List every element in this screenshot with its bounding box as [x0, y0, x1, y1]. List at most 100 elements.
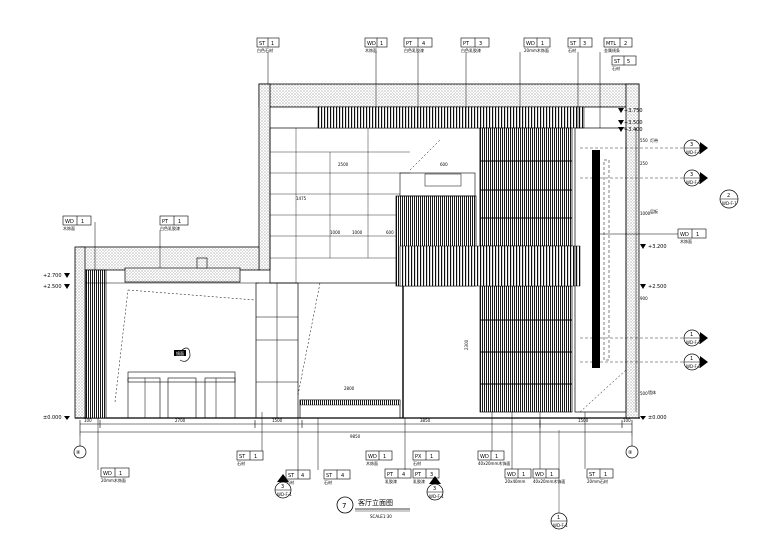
- dim-1500-b: 1500: [578, 418, 589, 423]
- svg-text:+3.750: +3.750: [624, 108, 643, 114]
- dash-diag-1: [114, 289, 129, 403]
- svg-text:1: 1: [696, 232, 699, 238]
- svg-text:WD-F-1: WD-F-1: [722, 201, 737, 206]
- svg-text:WD: WD: [103, 471, 112, 477]
- svg-text:白色乳胶漆: 白色乳胶漆: [160, 225, 180, 231]
- console-top: [299, 399, 401, 406]
- svg-text:ST: ST: [326, 473, 333, 479]
- section-marker-5: 3 WD-F-1: [426, 476, 444, 501]
- tag-top-3: PT 3 白色乳胶漆: [460, 37, 490, 128]
- armchair: [167, 377, 197, 419]
- tag-bottom-0: WD 1 20mm木饰面: [97, 418, 130, 483]
- svg-text:ST: ST: [589, 472, 596, 478]
- svg-text:1: 1: [557, 515, 560, 521]
- svg-text:WD-F-1: WD-F-1: [553, 523, 568, 528]
- tag-left-0: WD 1 木饰面: [62, 215, 96, 270]
- tag-top-0: ST 1 白色石材: [256, 37, 280, 84]
- svg-text:1: 1: [430, 454, 433, 460]
- grid-axis-right: ⑨: [625, 436, 639, 459]
- svg-text:3: 3: [281, 484, 284, 490]
- tag-bottom-9: WD 1 20x40mm: [504, 412, 532, 484]
- section-marker-0: 3 WD-F-1: [580, 139, 708, 157]
- dim-inner-1: 1475: [296, 196, 307, 201]
- svg-text:±0.000: ±0.000: [648, 415, 667, 421]
- svg-text:ST: ST: [239, 454, 246, 460]
- section-marker-3: 1 WD-F-2: [580, 353, 708, 371]
- dim-100-b: 100: [623, 418, 631, 423]
- dim-3850: 3850: [420, 418, 431, 423]
- note-mirror: 镜面: [176, 350, 184, 356]
- tall-screen-upper: [479, 127, 573, 247]
- tag-bottom-11: ST 1 20mm石材: [584, 412, 614, 484]
- sofa-back: [127, 371, 236, 383]
- svg-text:石材: 石材: [568, 47, 576, 53]
- tag-bottom-6: PX 1 石材: [404, 418, 440, 470]
- svg-text:1: 1: [271, 41, 274, 47]
- svg-text:ST: ST: [614, 59, 621, 65]
- dim-inner-2: 600: [440, 162, 448, 167]
- svg-text:+3.200: +3.200: [648, 244, 667, 250]
- svg-text:1: 1: [380, 41, 383, 47]
- svg-text:WD: WD: [535, 472, 544, 478]
- svg-text:+2.500: +2.500: [648, 284, 667, 290]
- svg-text:40x20mm木饰面: 40x20mm木饰面: [478, 460, 510, 466]
- svg-text:+3.400: +3.400: [624, 127, 643, 133]
- tag-top-7: ST 5 石材: [599, 52, 637, 128]
- svg-text:3: 3: [690, 142, 693, 148]
- sofa-left: [127, 377, 161, 419]
- svg-text:20mm石材: 20mm石材: [587, 478, 608, 484]
- section-marker-2: 1 WD-F-1: [580, 329, 708, 347]
- svg-text:白色石材: 白色石材: [257, 47, 273, 53]
- dim-total: 9850: [350, 434, 361, 439]
- side-chair: [204, 377, 236, 419]
- svg-text:WD: WD: [367, 41, 376, 47]
- svg-text:1: 1: [690, 332, 693, 338]
- section-marker-4: 3 WD-F-1: [274, 474, 292, 499]
- svg-text:3: 3: [430, 472, 433, 478]
- svg-text:PT: PT: [387, 472, 394, 478]
- svg-text:±0.000: ±0.000: [43, 415, 62, 421]
- svg-text:⑧: ⑧: [76, 450, 81, 456]
- tag-left-1: PT 1 白色乳胶漆: [159, 215, 189, 268]
- dim-inner-7: 2300: [464, 339, 469, 350]
- svg-text:20mm木饰面: 20mm木饰面: [101, 477, 126, 483]
- svg-text:WD: WD: [65, 219, 74, 225]
- upper-left-wall: [258, 83, 271, 271]
- level-left-mid: +2.500: [43, 284, 70, 290]
- svg-text:石材: 石材: [612, 65, 620, 71]
- svg-text:木饰面: 木饰面: [63, 225, 75, 231]
- svg-text:4: 4: [341, 473, 344, 479]
- note-led: 灯带: [650, 137, 658, 143]
- screen-band: [399, 245, 581, 287]
- dim-ticks: [79, 420, 633, 436]
- feature-lintel: [399, 172, 476, 197]
- svg-text:3: 3: [479, 41, 482, 47]
- level-left-zero: ±0.000: [43, 415, 70, 421]
- svg-text:WD: WD: [526, 41, 535, 47]
- svg-text:WD-F-2: WD-F-2: [686, 364, 701, 369]
- section-marker-1: 3 WD-F-1: [580, 169, 708, 187]
- svg-text:金属线条: 金属线条: [604, 47, 620, 53]
- tag-bottom-1: ST 1 石材: [236, 412, 264, 466]
- tag-bottom-7: PT 3 乳胶漆: [412, 468, 440, 484]
- svg-text:+2.500: +2.500: [43, 284, 62, 290]
- grid-axis-left: ⑧: [73, 436, 87, 459]
- pendant-lamp: [179, 347, 191, 362]
- level-right-3: +3.400: [618, 127, 643, 133]
- svg-text:2: 2: [727, 193, 730, 199]
- svg-text:石材: 石材: [237, 460, 245, 466]
- svg-text:1: 1: [690, 356, 693, 362]
- dim-inner-4: 1000: [352, 230, 363, 235]
- section-marker-6: 1 WD-F-1: [550, 430, 568, 530]
- svg-text:3: 3: [690, 172, 693, 178]
- ceiling-soffit: [124, 267, 241, 283]
- right-wall-column: [625, 83, 640, 419]
- dim-right-0: 550: [640, 138, 648, 143]
- svg-text:木饰面: 木饰面: [365, 47, 377, 53]
- dim-inner-6: 2800: [344, 386, 355, 391]
- svg-text:WD: WD: [507, 472, 516, 478]
- svg-text:1: 1: [522, 472, 525, 478]
- svg-text:WD: WD: [368, 454, 377, 460]
- svg-text:石材: 石材: [324, 479, 332, 485]
